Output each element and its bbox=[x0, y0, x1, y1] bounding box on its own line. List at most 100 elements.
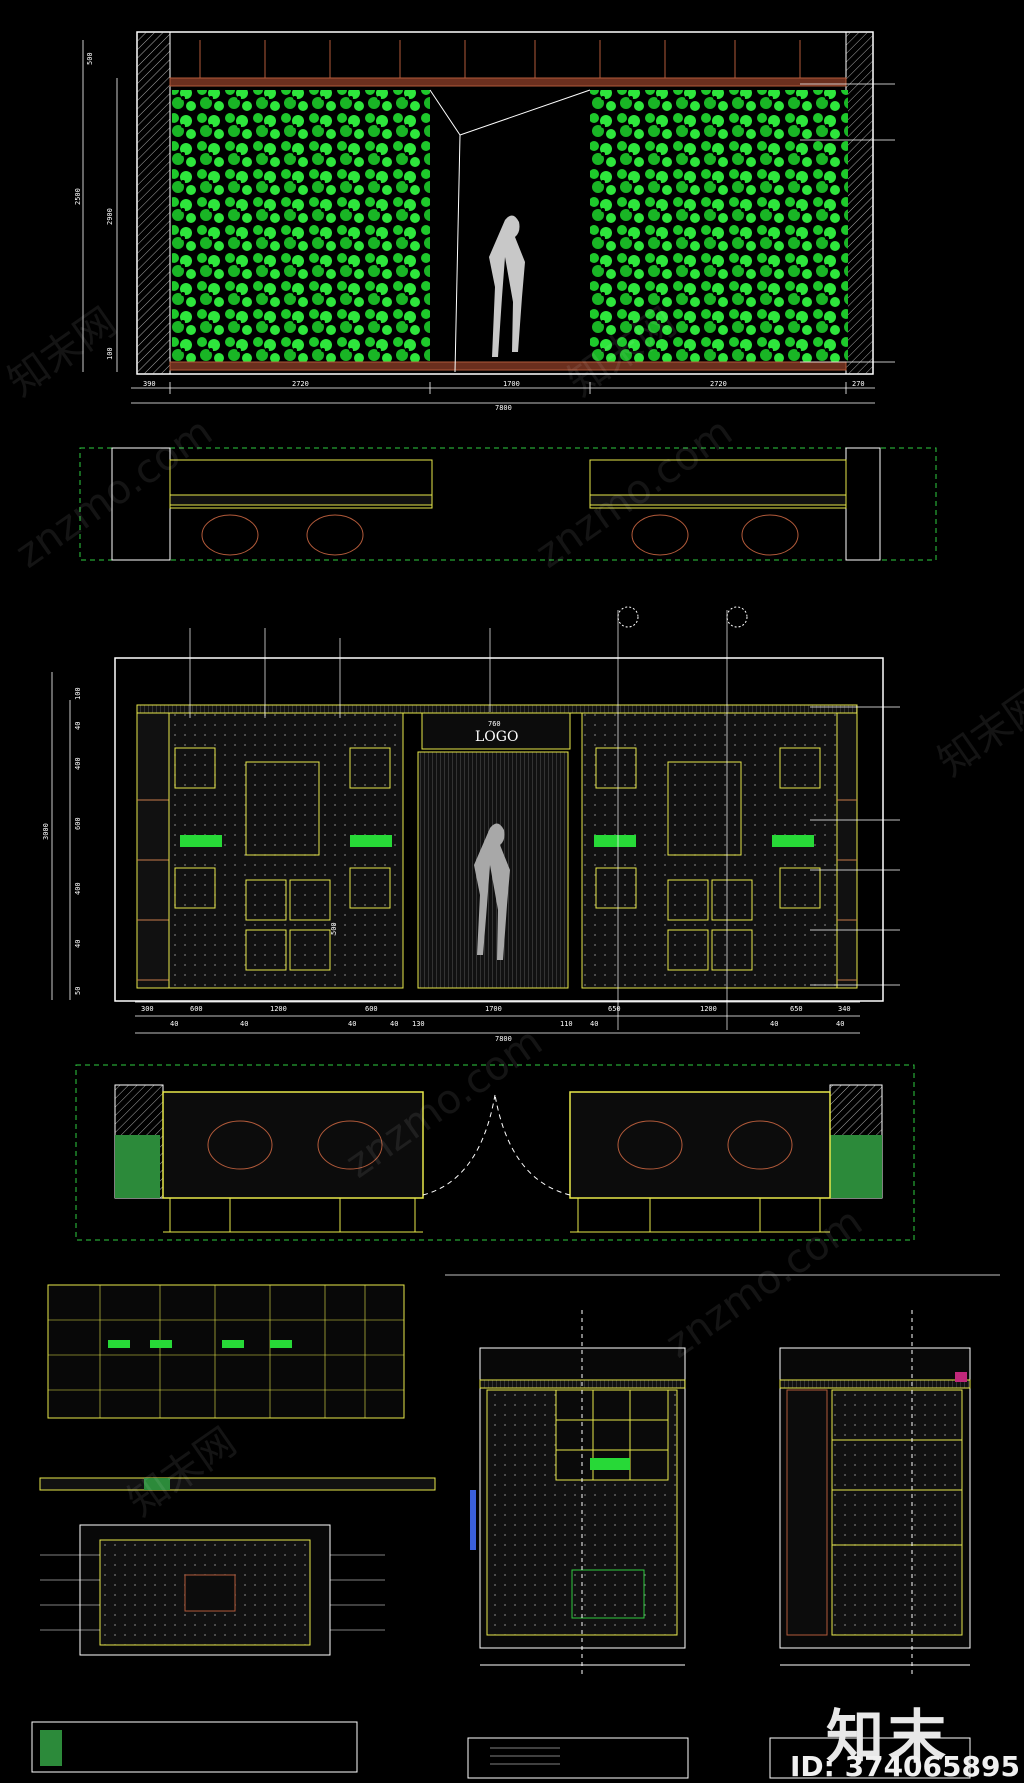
plan-1 bbox=[79, 447, 937, 561]
dim-bottom-4: 270 bbox=[852, 380, 865, 388]
shelf-lines-right bbox=[837, 799, 857, 981]
image-id: ID: 374065895 bbox=[790, 1750, 1020, 1783]
human-figure-icon bbox=[489, 215, 525, 357]
e2-dim-r2-3: 40 bbox=[390, 1020, 398, 1028]
plan-2-green-right bbox=[830, 1135, 882, 1198]
green-wall-left bbox=[172, 90, 430, 362]
elevation-2-frame bbox=[114, 657, 884, 1002]
dim-left-3: 100 bbox=[106, 347, 114, 360]
elevation-2: LOGO 760 300 600 1200 600 1700 650 1200 … bbox=[42, 606, 900, 1043]
e2-dim-6: 1200 bbox=[700, 1005, 717, 1013]
plan-2-legs bbox=[163, 1198, 830, 1233]
panel-right-inner-frame bbox=[667, 761, 742, 856]
sec-b-marker bbox=[955, 1372, 967, 1382]
logo-band bbox=[421, 712, 571, 750]
section-detail-a bbox=[470, 1310, 686, 1675]
dim-bottom-1: 2720 bbox=[292, 380, 309, 388]
thumb-sec-green bbox=[144, 1478, 170, 1490]
shelf-lines-left bbox=[137, 799, 169, 981]
thumbnail-section bbox=[39, 1477, 436, 1491]
plan-1-ledge-right bbox=[589, 494, 847, 506]
plan-2-planters bbox=[207, 1120, 793, 1170]
e2-dim-left-5: 400 bbox=[74, 882, 82, 895]
dim-bottom-2: 1700 bbox=[503, 380, 520, 388]
elevation-1-cornice bbox=[169, 77, 847, 87]
dim-left-2: 2900 bbox=[106, 208, 114, 225]
thumb-elev-frame bbox=[47, 1284, 405, 1419]
plan-2-counter-left bbox=[162, 1091, 424, 1199]
e2-dim-r2-0: 40 bbox=[170, 1020, 178, 1028]
e2-dim-left-2: 40 bbox=[74, 722, 82, 730]
e2-dim-left-6: 40 bbox=[74, 940, 82, 948]
e2-dim-r2-5: 110 bbox=[560, 1020, 573, 1028]
e2-dim-left-total: 3000 bbox=[42, 823, 50, 840]
small-frames bbox=[174, 747, 821, 971]
plan-1-bench-left bbox=[169, 459, 433, 509]
elevation-2-wall-left bbox=[136, 712, 170, 989]
e2-dim-7: 650 bbox=[790, 1005, 803, 1013]
sec-b-ceiling bbox=[779, 1379, 971, 1389]
planter-symbols bbox=[201, 514, 799, 556]
dim-bottom-3: 2720 bbox=[710, 380, 727, 388]
section-detail-b bbox=[779, 1310, 971, 1675]
thumb-strip-frame bbox=[31, 1721, 358, 1773]
e2-dim-r2-1: 40 bbox=[240, 1020, 248, 1028]
elevation-1-floor bbox=[169, 361, 847, 371]
section-marker-2-icon bbox=[726, 606, 748, 628]
sec-b-cabinet bbox=[831, 1389, 963, 1636]
e2-dim-r2-4: 130 bbox=[412, 1020, 425, 1028]
planter-boxes bbox=[180, 835, 814, 847]
plan-2 bbox=[75, 1064, 915, 1241]
dim-total: 7800 bbox=[495, 404, 512, 412]
plan-1-ledge-left bbox=[169, 494, 433, 506]
logo-label: LOGO bbox=[475, 729, 518, 745]
sec-c-frame bbox=[467, 1737, 689, 1779]
e2-dim-0: 300 bbox=[141, 1005, 154, 1013]
thumb-plants bbox=[108, 1340, 292, 1348]
dim-logo: 760 bbox=[488, 720, 501, 728]
e2-dim-r2-6: 40 bbox=[590, 1020, 598, 1028]
sec-a-planter bbox=[590, 1458, 630, 1470]
leader-lines bbox=[800, 83, 895, 363]
e2-dim-2: 1200 bbox=[270, 1005, 287, 1013]
sec-a-sofa bbox=[571, 1569, 645, 1619]
e2-dim-left-3: 400 bbox=[74, 757, 82, 770]
e2-dim-3: 600 bbox=[365, 1005, 378, 1013]
plan-2-outline bbox=[75, 1064, 915, 1241]
elevation-1-wall-left bbox=[136, 31, 171, 375]
door-swing-right bbox=[494, 1094, 571, 1196]
thumb-sec-bar bbox=[39, 1477, 436, 1491]
panel-right-outer bbox=[581, 712, 838, 989]
elevation-1: 390 2720 1700 2720 270 7800 500 2500 290… bbox=[74, 31, 895, 412]
e2-dim-left-4: 600 bbox=[74, 817, 82, 830]
ceiling-fins bbox=[199, 40, 801, 78]
plan-2-green-left bbox=[115, 1135, 160, 1198]
panel-left-inner-frame bbox=[245, 761, 320, 856]
section-detail-d bbox=[769, 1737, 971, 1779]
elevation-2-dim-lines bbox=[51, 672, 860, 1034]
plan-2-counter-right bbox=[569, 1091, 831, 1199]
thumbnail-bottom-strip bbox=[31, 1721, 358, 1773]
green-wall-right bbox=[590, 90, 848, 362]
e2-dim-8: 340 bbox=[838, 1005, 851, 1013]
human-figure-2-icon bbox=[474, 823, 510, 960]
e2-dim-5: 650 bbox=[608, 1005, 621, 1013]
elevation-1-dim-line bbox=[82, 40, 875, 404]
plan-1-wall-right bbox=[845, 447, 881, 561]
glass-door-edge bbox=[459, 89, 591, 136]
e2-dim-r2-7: 40 bbox=[770, 1020, 778, 1028]
thumb-plan-center bbox=[184, 1574, 236, 1612]
thumb-strip-green bbox=[40, 1730, 62, 1766]
plan-1-bench-right bbox=[589, 459, 847, 509]
thumbnail-plan-elevation bbox=[40, 1524, 385, 1656]
dim-left-1: 2500 bbox=[74, 188, 82, 205]
e2-dim-left-1: 100 bbox=[74, 687, 82, 700]
e2-dim-total: 7800 bbox=[495, 1035, 512, 1043]
elevation-2-cornice bbox=[136, 704, 858, 714]
e2-dim-r2-2: 40 bbox=[348, 1020, 356, 1028]
sec-b-shelves bbox=[832, 1439, 962, 1546]
section-detail-c bbox=[467, 1737, 689, 1779]
dim-left-0: 500 bbox=[86, 52, 94, 65]
e2-dim-4: 1700 bbox=[485, 1005, 502, 1013]
section-marker-1-icon bbox=[617, 606, 639, 628]
